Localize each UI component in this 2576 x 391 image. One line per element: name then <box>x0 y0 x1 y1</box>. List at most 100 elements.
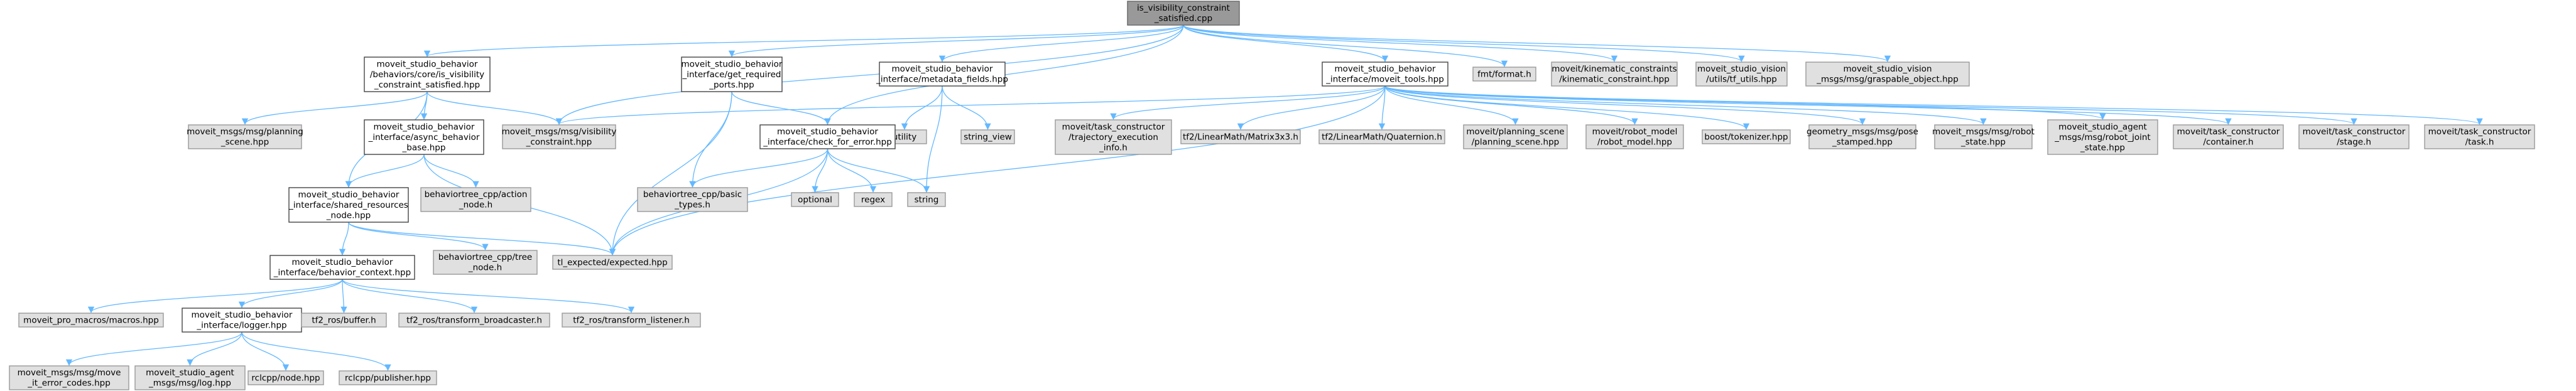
file-node-context[interactable]: moveit_studio_behavior_interface/behavio… <box>269 255 415 280</box>
file-node-label: string_view <box>964 132 1012 142</box>
file-node-getports[interactable]: moveit_studio_behavior_interface/get_req… <box>681 56 783 92</box>
edge-tools-to-trajexec <box>1110 85 1386 121</box>
include-edge <box>238 279 343 309</box>
include-edge <box>342 279 635 314</box>
file-node-label: _constraint.hpp <box>526 137 592 147</box>
include-edge <box>827 148 877 193</box>
file-node-root: is_visibility_constraint_satisfied.cpp <box>1127 1 1240 26</box>
file-node-task: moveit/task_constructor/task.h <box>2424 124 2535 149</box>
file-node-label: _state.hpp <box>2080 142 2125 153</box>
file-node-planscene: moveit/planning_scene/planning_scene.hpp <box>1463 124 1568 149</box>
file-node-label: moveit_studio_behavior <box>292 257 393 267</box>
file-node-graspable: moveit_studio_vision_msgs/msg/graspable_… <box>1805 62 1970 87</box>
file-node-box <box>2173 124 2284 149</box>
edge-sharedres-to-bttree <box>348 222 489 251</box>
file-node-asyncbase[interactable]: moveit_studio_behavior_interface/async_b… <box>364 119 484 155</box>
include-edge <box>241 91 428 126</box>
include-edge <box>1110 85 1386 121</box>
file-node-box <box>398 313 550 328</box>
file-node-quat: tf2/LinearMath/Quaternion.h <box>1318 129 1445 144</box>
file-node-label: moveit_studio_behavior <box>682 59 783 69</box>
file-node-checkerr[interactable]: moveit_studio_behavior_interface/check_f… <box>759 124 896 149</box>
include-edge <box>1384 85 2357 126</box>
file-node-sharedres[interactable]: moveit_studio_behavior_interface/shared_… <box>288 187 409 223</box>
file-node-box <box>2424 124 2535 149</box>
file-node-box <box>759 124 896 149</box>
include-edge <box>1183 24 1891 63</box>
file-node-string: string <box>907 192 946 207</box>
edge-sharedres-to-expected <box>348 222 616 256</box>
edge-getports-to-expected <box>609 91 732 256</box>
file-node-label: moveit_studio_agent <box>2058 122 2147 132</box>
file-node-box <box>247 370 324 385</box>
file-node-box <box>1180 129 1301 144</box>
include-edge <box>942 85 991 131</box>
file-node-bttree: behaviortree_cpp/tree_node.h <box>433 250 538 275</box>
file-node-label: _node.h <box>459 200 492 210</box>
file-node-label: /planning_scene.hpp <box>1472 137 1560 147</box>
edge-root-to-graspable <box>1183 24 1891 63</box>
file-node-label: _interface/moveit_tools.hpp <box>1325 75 1444 85</box>
file-node-posestamped: geometry_msgs/msg/pose_stamped.hpp <box>1807 124 1918 149</box>
file-node-box <box>1055 119 1172 155</box>
file-node-logger[interactable]: moveit_studio_behavior_interface/logger.… <box>182 308 302 333</box>
file-node-box <box>960 129 1015 144</box>
file-node-btaction: behaviortree_cpp/action_node.h <box>420 187 531 212</box>
file-node-label: _interface/logger.hpp <box>196 321 286 331</box>
include-edge <box>609 85 1386 256</box>
include-edge <box>339 222 349 256</box>
dependency-edges <box>65 24 2483 372</box>
file-node-label: _ports.hpp <box>709 80 754 90</box>
file-node-box <box>1695 62 1788 87</box>
edge-asyncbase-to-sharedres <box>345 154 425 188</box>
file-node-logmsg: moveit_studio_agent_msgs/msg/log.hpp <box>134 365 246 390</box>
edge-checkerr-to-string <box>827 148 930 193</box>
file-node-label: moveit_studio_agent <box>146 368 234 378</box>
include-edge <box>1378 85 1386 131</box>
file-node-label: behaviortree_cpp/tree <box>438 252 532 262</box>
file-node-label: fmt/format.h <box>1477 69 1531 79</box>
file-node-box <box>562 313 701 328</box>
edge-getports-to-checkerr <box>731 91 831 126</box>
file-node-matrix: tf2/LinearMath/Matrix3x3.h <box>1180 129 1301 144</box>
include-edge <box>609 91 732 256</box>
file-node-stringview: string_view <box>960 129 1015 144</box>
include-edge <box>938 24 1184 63</box>
file-node-label: tf2_ros/transform_listener.h <box>573 315 690 325</box>
include-edge <box>348 222 616 256</box>
file-node-label: _constraint_satisfied.hpp <box>374 80 480 90</box>
file-node-label: rclcpp/node.hpp <box>251 373 320 383</box>
file-node-box <box>1318 129 1445 144</box>
file-node-label: moveit_pro_macros/macros.hpp <box>23 315 159 325</box>
file-node-label: tf2/LinearMath/Matrix3x3.h <box>1183 132 1298 142</box>
file-node-regex: regex <box>854 192 893 207</box>
edge-root-to-viscon <box>555 24 1184 126</box>
edge-tools-to-expected <box>609 85 1386 256</box>
file-node-cond[interactable]: moveit_studio_behavior/behaviors/core/is… <box>364 56 491 92</box>
file-node-label: moveit_studio_behavior <box>777 127 878 137</box>
include-edge <box>556 85 1386 126</box>
edge-cond-to-planscenemsg <box>241 91 428 126</box>
edge-logger-to-logmsg <box>187 331 242 367</box>
edge-tools-to-planscene <box>1384 85 1519 126</box>
file-node-label: moveit_msgs/msg/planning <box>187 127 303 137</box>
file-node-box <box>1551 62 1678 87</box>
include-edge <box>731 91 831 126</box>
file-node-label: moveit/kinematic_constraints <box>1552 64 1677 74</box>
file-node-tfutils: moveit_studio_vision/utils/tf_utils.hpp <box>1695 62 1788 87</box>
file-node-label: moveit_msgs/msg/robot <box>1932 127 2035 137</box>
file-node-label: _interface/metadata_fields.hpp <box>876 75 1008 85</box>
file-node-metadata[interactable]: moveit_studio_behavior_interface/metadat… <box>876 62 1008 87</box>
include-edge <box>241 331 391 372</box>
file-node-box <box>269 255 415 280</box>
edge-context-to-macros <box>87 279 343 314</box>
file-node-label: moveit/task_constructor <box>1062 122 1165 132</box>
file-node-label: moveit/task_constructor <box>2177 127 2280 137</box>
file-node-label: /kinematic_constraint.hpp <box>1559 75 1670 85</box>
file-node-box <box>1585 124 1684 149</box>
file-node-label: _interface/check_for_error.hpp <box>763 137 892 147</box>
file-node-label: moveit_studio_behavior <box>1335 64 1436 74</box>
include-edge <box>689 148 829 188</box>
file-node-tools[interactable]: moveit_studio_behavior_interface/moveit_… <box>1322 62 1448 87</box>
